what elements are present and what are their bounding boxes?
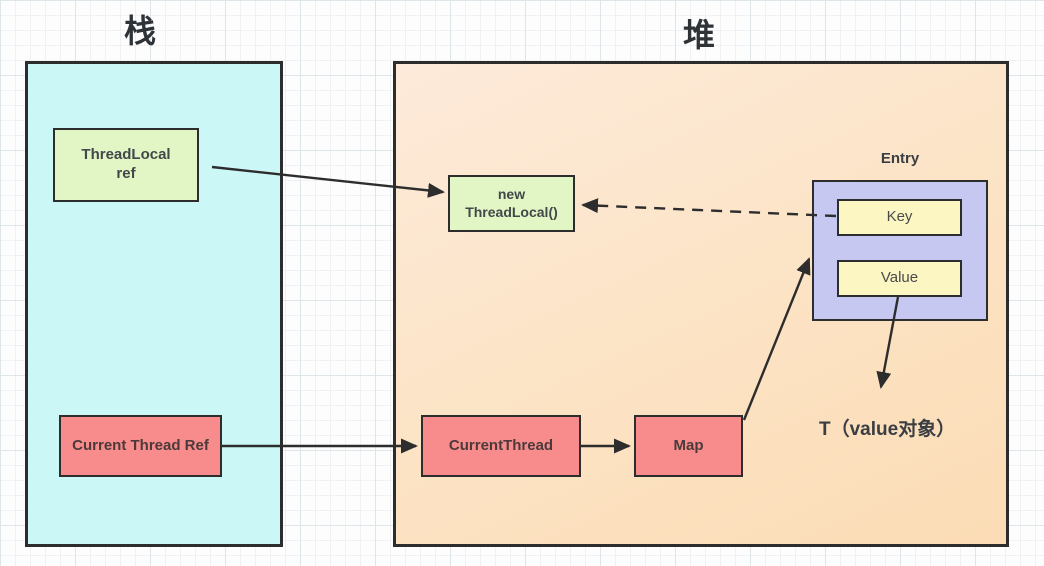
entry-title: Entry — [880, 150, 920, 167]
entry-key-node: Key — [837, 199, 962, 236]
current-thread-label: CurrentThread — [448, 436, 554, 454]
map-label: Map — [673, 436, 704, 454]
current-thread-ref-label: Current Thread Ref — [72, 436, 209, 454]
threadlocal-ref-node: ThreadLocal ref — [53, 128, 199, 202]
map-node: Map — [634, 415, 743, 477]
t-value-object-label: T（value对象） — [819, 419, 956, 440]
current-thread-node: CurrentThread — [421, 415, 581, 477]
entry-value-label: Value — [880, 269, 919, 287]
heap-title: 堆 — [682, 17, 716, 53]
new-threadlocal-node: new ThreadLocal() — [448, 175, 575, 232]
entry-key-label: Key — [886, 208, 913, 226]
new-threadlocal-label: new ThreadLocal() — [465, 186, 558, 220]
current-thread-ref-node: Current Thread Ref — [59, 415, 222, 477]
stack-title: 栈 — [123, 13, 157, 49]
entry-value-node: Value — [837, 260, 962, 297]
threadlocal-ref-label: ThreadLocal ref — [81, 146, 171, 182]
